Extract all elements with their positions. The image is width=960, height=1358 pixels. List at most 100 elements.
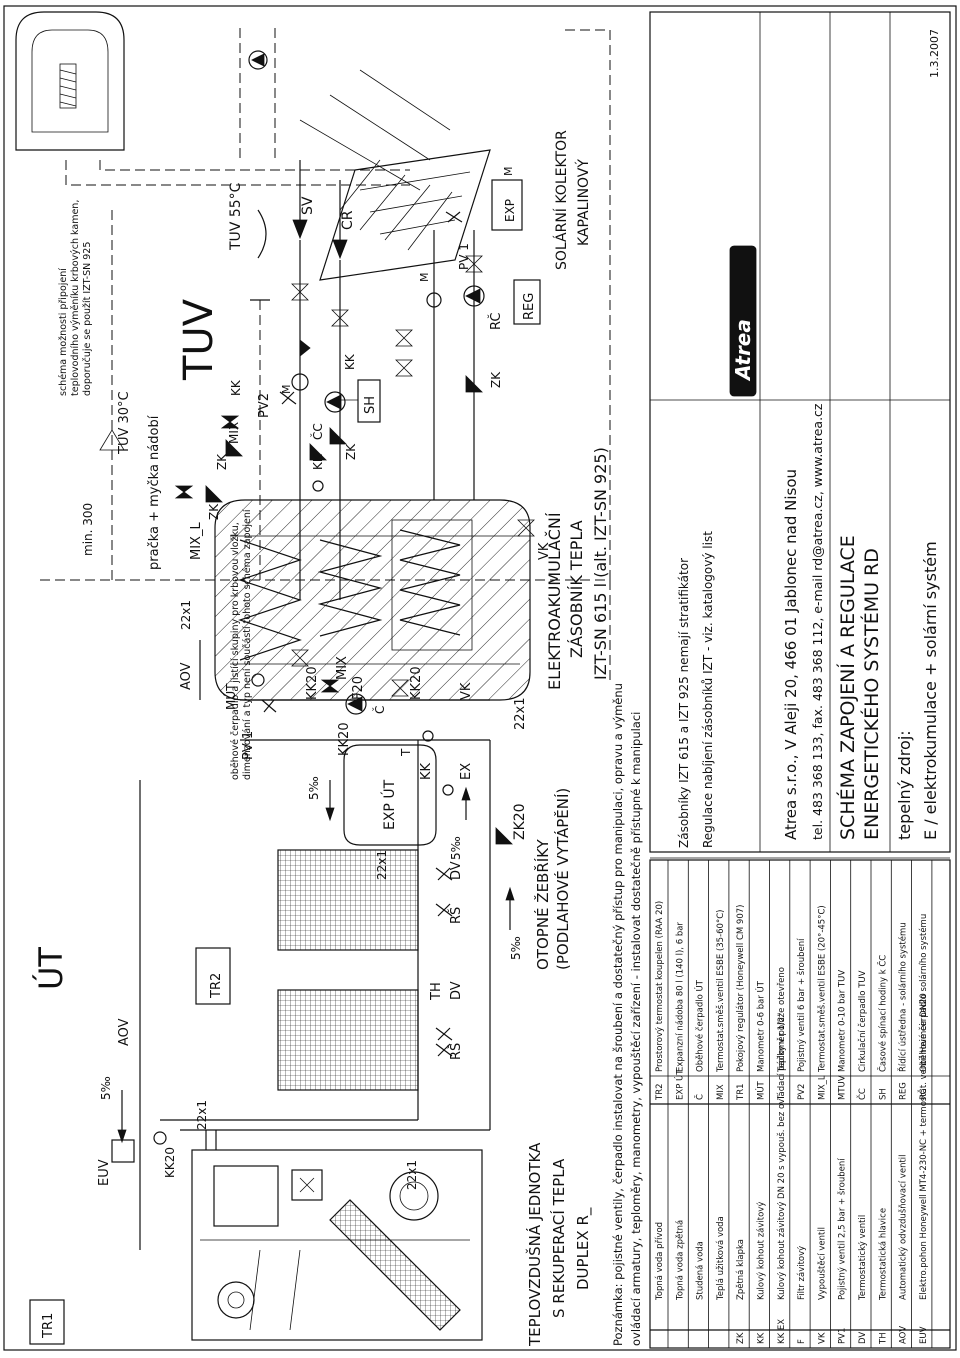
unit-label-1: TEPLOVZDUŠNÁ JEDNOTKA [525, 1142, 544, 1347]
timer-sh [357, 379, 381, 423]
manometer-tuv [291, 373, 309, 391]
pracka-label: pračka + myčka nádobí [147, 415, 162, 570]
solar-collector [319, 149, 491, 281]
svg-text:T: T [399, 748, 413, 757]
tank-label-3: IZT-SN 615 l (alt. IZT-SN 925) [591, 447, 610, 680]
legend-text: Teplá užitková voda [716, 1216, 726, 1301]
svg-text:doporučuje se použít IZT-SN 92: doporučuje se použít IZT-SN 925 [82, 242, 93, 396]
vk-tank-label: VK [537, 542, 552, 560]
heating-expansion-tank: EXP ÚT [343, 744, 437, 846]
legend-text: Manometr 0-6 bar ÚT [755, 980, 767, 1072]
svg-text:EXP ÚT: EXP ÚT [380, 779, 398, 830]
legend-code: RČ [917, 1089, 929, 1100]
mix-heating-valve [320, 679, 340, 693]
mix-tuv-valve [220, 415, 240, 429]
tr1-label: TR1 [41, 1313, 56, 1339]
tr1-box [29, 1299, 65, 1345]
svg-text:AOV: AOV [179, 662, 194, 690]
svg-text:F20: F20 [351, 676, 366, 700]
euv-actuator [111, 1139, 135, 1163]
svg-text:EUV: EUV [97, 1159, 112, 1186]
radiator-1 [277, 849, 419, 951]
legend-code: MIX_L [817, 1075, 827, 1100]
legend-text: Termostatický ventil [858, 1215, 868, 1301]
legend-text: Teploměr 1/2" [777, 1013, 787, 1073]
fireplace-insert [15, 11, 125, 151]
title-line-1: SCHÉMA ZAPOJENÍ A REGULACE [836, 535, 859, 840]
svg-text:KK20: KK20 [163, 1147, 177, 1178]
svg-text:EX: EX [459, 763, 474, 780]
legend-code: TR2 [655, 1083, 665, 1101]
solar-label-1: SOLÁRNÍ KOLEKTOR [553, 130, 570, 270]
svg-text:5‰: 5‰ [99, 1076, 113, 1100]
tr2-box [195, 947, 231, 1005]
legend-code: F [797, 1339, 807, 1344]
legend-text: Časové spínací hodiny k ČC [876, 955, 888, 1072]
source-label: tepelný zdroj: [895, 730, 914, 840]
svg-text:RŠ: RŠ [448, 907, 464, 924]
svg-text:ZK: ZK [215, 453, 229, 470]
svg-text:22x1: 22x1 [405, 1160, 419, 1190]
company-contact: tel. 483 368 133, fax. 483 368 112, e-ma… [810, 403, 825, 840]
unit-label-2: S REKUPERACÍ TEPLA [549, 1158, 568, 1318]
legend-code: KK [757, 1332, 767, 1344]
radiator-2 [277, 989, 419, 1091]
legend-text: Expanzní nádoba 80 l (140 l), 6 bar [675, 922, 685, 1072]
legend-text: Oběhové čerpadlo ÚT [694, 979, 706, 1072]
legend-code: MÚT [755, 1080, 767, 1100]
tuv55-label: TUV 55°C [228, 182, 244, 251]
legend-code: MTUV [838, 1075, 848, 1100]
svg-text:SV: SV [300, 196, 316, 215]
svg-text:MIX: MIX [335, 656, 350, 680]
svg-text:TH: TH [429, 982, 444, 1001]
svg-text:5‰: 5‰ [509, 936, 523, 960]
ut-label: ÚT [31, 947, 70, 990]
legend-text: Automatický odvzdušňovací ventil [898, 1154, 909, 1300]
kk-cr-label: KK [343, 353, 357, 370]
svg-text:Atrea: Atrea [731, 319, 755, 382]
legend-text: Pokojový regulátor (Honeywell CM 907) [736, 905, 746, 1072]
svg-text:VK: VK [459, 682, 474, 700]
radiator-label-1: OTOPNÉ ŽEBŘÍKY [533, 839, 552, 970]
legend-code: EXP ÚT [673, 1069, 685, 1100]
solar-label-2: KAPALINOVÝ [575, 159, 592, 246]
note-line-1: Poznámka: pojistné ventily, čerpadlo ins… [611, 683, 625, 1346]
fireplace-flow-line [65, 160, 410, 186]
svg-text:ZK: ZK [344, 443, 358, 460]
legend-code: Č [694, 1094, 706, 1100]
note-line-2: ovládací armatury, teploměry, manometry,… [629, 712, 643, 1346]
mixl-label: MIX_L [189, 522, 204, 560]
svg-text:22x1: 22x1 [513, 697, 528, 730]
pv1-solar-label: PV 1 [457, 243, 471, 270]
legend-text: Zpětná klapka [736, 1239, 746, 1300]
legend-code: T [777, 1094, 787, 1101]
legend-text: Studená voda [696, 1241, 706, 1300]
legend-code: ZK [736, 1332, 746, 1344]
legend-text: Topná voda zpětná [675, 1220, 685, 1301]
legend-code: EUV [919, 1326, 929, 1344]
sun-rays [299, 69, 451, 191]
svg-text:KK: KK [419, 762, 434, 780]
storage-tank [214, 499, 531, 701]
svg-text:M: M [418, 273, 431, 283]
svg-text:KK20: KK20 [305, 666, 320, 700]
svg-text:AOV: AOV [117, 1018, 132, 1046]
legend-text: Manometr 0-10 bar TUV [838, 970, 848, 1072]
radiator-label-2: (PODLAHOVÉ VYTÁPĚNÍ) [553, 788, 572, 970]
svg-text:22x1: 22x1 [179, 600, 193, 630]
svg-text:EXP: EXP [503, 199, 517, 222]
svg-text:KK: KK [229, 379, 243, 396]
legend-code: KK EX [777, 1319, 787, 1344]
legend-code: AOV [899, 1326, 909, 1344]
legend-code: DV [858, 1332, 868, 1344]
svg-text:ZK20: ZK20 [512, 803, 528, 840]
svg-text:5‰: 5‰ [307, 776, 321, 800]
svg-text:DV: DV [449, 861, 464, 880]
legend-code: TR1 [736, 1083, 746, 1101]
legend-text: Elektro.pohon Honeywell MT4-230-NC + ter… [919, 993, 929, 1300]
svg-text:KK20: KK20 [337, 722, 352, 756]
